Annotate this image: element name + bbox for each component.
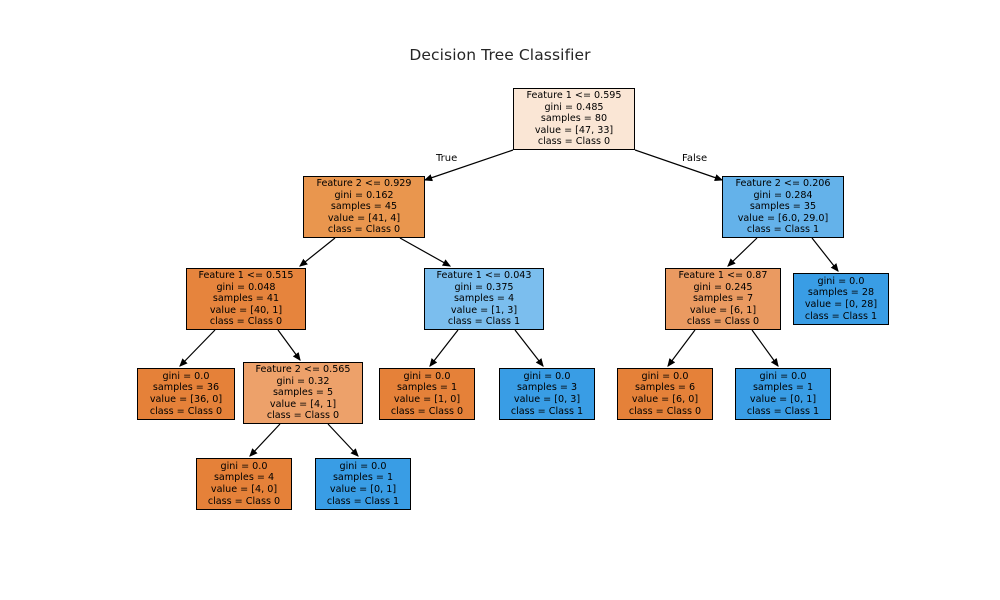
node-value-text: value = [1, 3]	[450, 304, 518, 316]
node-value-text: value = [47, 33]	[534, 124, 614, 136]
tree-edge	[727, 237, 758, 267]
node-samples-text: samples = 28	[807, 287, 875, 299]
node-value-text: value = [4, 0]	[210, 484, 278, 495]
node-gini-text: gini = 0.048	[216, 281, 276, 293]
node-condition-text: Feature 1 <= 0.87	[678, 270, 768, 282]
tree-edge	[299, 237, 336, 267]
node-samples-text: samples = 7	[692, 293, 754, 305]
node-condition-text: Feature 1 <= 0.043	[436, 270, 532, 282]
node-samples-text: samples = 36	[152, 382, 220, 394]
node-condition-text: Feature 2 <= 0.206	[735, 178, 831, 190]
edge-label-false: False	[682, 153, 708, 164]
node-gini-text: gini = 0.0	[220, 460, 268, 472]
node-gini-text: gini = 0.32	[276, 375, 330, 387]
node-condition-text: Feature 2 <= 0.929	[316, 178, 412, 190]
node-gini-text: gini = 0.0	[339, 460, 387, 472]
node-gini-text: gini = 0.485	[544, 101, 604, 113]
node-samples-text: samples = 1	[396, 382, 458, 394]
node-class-text: class = Class 0	[209, 316, 283, 328]
node-class-text: class = Class 0	[390, 405, 464, 417]
node-condition-text: Feature 2 <= 0.565	[255, 364, 351, 376]
node-samples-text: samples = 4	[213, 472, 275, 484]
node-class-text: class = Class 1	[510, 405, 584, 417]
page-title: Decision Tree Classifier	[409, 46, 591, 64]
tree-edge	[514, 329, 544, 367]
node-condition-text: Feature 1 <= 0.515	[198, 270, 294, 282]
node-class-text: class = Class 0	[207, 495, 281, 507]
node-condition-text: Feature 1 <= 0.595	[526, 90, 622, 102]
node-gini-text: gini = 0.0	[523, 370, 571, 382]
tree-edge	[249, 423, 281, 457]
node-value-text: value = [4, 1]	[269, 398, 337, 410]
tree-edge	[751, 329, 779, 367]
tree-edge	[179, 329, 216, 367]
node-class-text: class = Class 1	[326, 495, 400, 507]
node-value-text: value = [6.0, 29.0]	[737, 212, 829, 224]
node-samples-text: samples = 80	[540, 113, 608, 125]
node-gini-text: gini = 0.0	[817, 275, 865, 287]
tree-edge	[667, 329, 696, 367]
node-value-text: value = [41, 4]	[327, 212, 401, 224]
node-samples-text: samples = 35	[749, 201, 817, 213]
node-class-text: class = Class 0	[266, 410, 340, 422]
node-value-text: value = [6, 1]	[689, 304, 757, 316]
node-samples-text: samples = 5	[272, 387, 334, 399]
node-value-text: value = [0, 1]	[749, 394, 817, 405]
node-class-text: class = Class 0	[327, 224, 401, 236]
node-class-text: class = Class 1	[746, 405, 820, 417]
node-gini-text: gini = 0.162	[334, 189, 394, 201]
node-samples-text: samples = 1	[752, 382, 814, 394]
node-value-text: value = [0, 1]	[329, 484, 397, 495]
node-gini-text: gini = 0.0	[403, 370, 451, 382]
node-gini-text: gini = 0.245	[693, 281, 753, 293]
node-gini-text: gini = 0.375	[454, 281, 514, 293]
tree-edge	[399, 237, 452, 267]
node-samples-text: samples = 4	[453, 293, 515, 305]
tree-edge	[277, 329, 301, 361]
node-class-text: class = Class 0	[686, 316, 760, 328]
node-class-text: class = Class 0	[149, 405, 223, 417]
node-samples-text: samples = 6	[634, 382, 696, 394]
tree-edge	[327, 423, 359, 457]
node-class-text: class = Class 1	[447, 316, 521, 328]
node-gini-text: gini = 0.0	[759, 370, 807, 382]
node-class-text: class = Class 1	[804, 310, 878, 322]
node-class-text: class = Class 0	[537, 136, 611, 148]
tree-edge	[429, 329, 459, 367]
tree-edge	[811, 237, 839, 272]
node-class-text: class = Class 0	[628, 405, 702, 417]
node-value-text: value = [0, 3]	[513, 394, 581, 405]
node-samples-text: samples = 45	[330, 201, 398, 213]
edge-label-true: True	[436, 153, 458, 164]
node-class-text: class = Class 1	[746, 224, 820, 236]
node-value-text: value = [0, 28]	[804, 299, 878, 310]
node-gini-text: gini = 0.284	[753, 189, 813, 201]
node-value-text: value = [6, 0]	[631, 394, 699, 405]
node-samples-text: samples = 41	[212, 293, 280, 305]
node-value-text: value = [36, 0]	[149, 394, 223, 405]
node-gini-text: gini = 0.0	[162, 370, 210, 382]
node-samples-text: samples = 1	[332, 472, 394, 484]
node-value-text: value = [40, 1]	[209, 304, 283, 316]
node-value-text: value = [1, 0]	[393, 394, 461, 405]
node-gini-text: gini = 0.0	[641, 370, 689, 382]
tree-edge	[634, 149, 724, 182]
node-samples-text: samples = 3	[516, 382, 578, 394]
